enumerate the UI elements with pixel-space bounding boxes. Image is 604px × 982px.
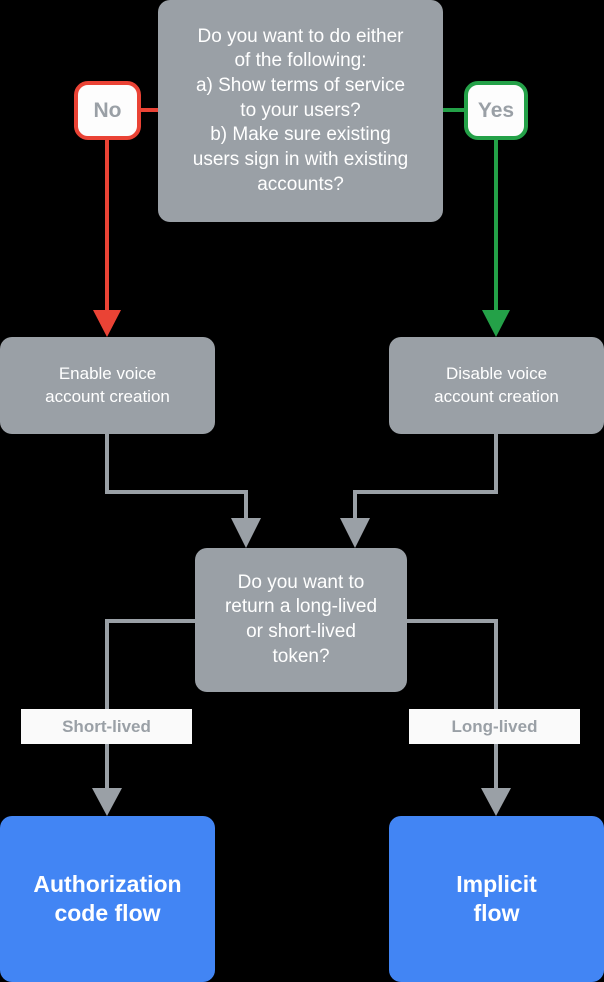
disable-voice-line-2: account creation <box>434 386 559 406</box>
question-two-line-3: or short-lived <box>246 621 356 642</box>
edge-label-long-lived-text: Long-lived <box>451 716 538 736</box>
edge-label-long-lived: Long-lived <box>409 709 580 744</box>
enable-voice-node[interactable]: Enable voice account creation <box>0 337 215 434</box>
connector-enable-to-q2 <box>105 434 248 524</box>
question-one-line-2: of the following: <box>234 50 367 72</box>
question-one-line-3: a) Show terms of service <box>195 74 406 96</box>
question-one-node[interactable]: Do you want to do either of the followin… <box>158 0 443 222</box>
question-one-line-7: accounts? <box>257 173 344 195</box>
arrowhead-enable-to-q2 <box>231 518 261 548</box>
badge-yes-label: Yes <box>477 98 515 122</box>
arrowhead-yes-to-disable <box>482 310 510 337</box>
question-two-text: Do you want to return a long-lived or sh… <box>217 571 385 670</box>
question-one-line-1: Do you want to do either <box>197 25 404 47</box>
question-two-line-1: Do you want to <box>237 571 365 593</box>
edge-label-short-lived: Short-lived <box>21 709 192 744</box>
question-two-line-4: token? <box>272 645 330 667</box>
arrowhead-q2-to-implicit <box>481 788 511 816</box>
arrowhead-no-to-enable <box>93 310 121 337</box>
question-one-text: Do you want to do either of the followin… <box>185 25 416 198</box>
question-one-line-5: b) Make sure existing <box>210 124 391 146</box>
question-one-line-6: users sign in with existing <box>192 149 409 171</box>
authorization-code-flow-text: Authorization code flow <box>23 870 191 929</box>
arrowhead-disable-to-q2 <box>340 518 370 548</box>
question-two-node[interactable]: Do you want to return a long-lived or sh… <box>195 548 407 692</box>
disable-voice-line-1: Disable voice <box>445 364 548 384</box>
disable-voice-node[interactable]: Disable voice account creation <box>389 337 604 434</box>
implicit-flow-line-1: Implicit <box>456 870 537 897</box>
question-one-line-4: to your users? <box>240 99 361 121</box>
authorization-code-flow-line-1: Authorization <box>33 870 182 897</box>
question-two-line-2: return a long-lived <box>224 596 378 618</box>
badge-yes[interactable]: Yes <box>464 81 528 140</box>
disable-voice-text: Disable voice account creation <box>424 363 569 408</box>
badge-no-label: No <box>93 98 122 122</box>
enable-voice-line-2: account creation <box>45 386 170 406</box>
implicit-flow-line-2: flow <box>473 900 520 926</box>
authorization-code-flow-node[interactable]: Authorization code flow <box>0 816 215 982</box>
enable-voice-text: Enable voice account creation <box>35 363 180 408</box>
arrowhead-q2-to-authorization <box>92 788 122 816</box>
authorization-code-flow-line-2: code flow <box>54 900 161 926</box>
badge-no[interactable]: No <box>74 81 141 140</box>
connector-disable-to-q2 <box>353 434 498 524</box>
enable-voice-line-1: Enable voice <box>58 364 157 384</box>
implicit-flow-text: Implicit flow <box>446 870 547 929</box>
edge-label-short-lived-text: Short-lived <box>62 716 151 736</box>
implicit-flow-node[interactable]: Implicit flow <box>389 816 604 982</box>
